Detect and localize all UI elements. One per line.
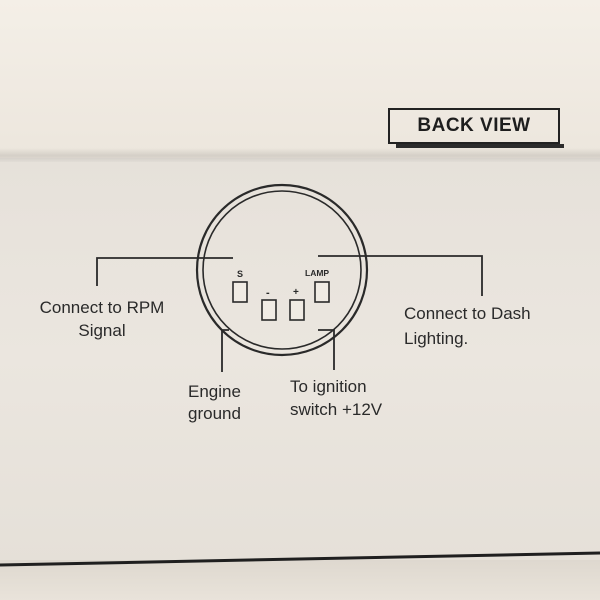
dash-label-line1: Connect to Dash <box>404 304 531 323</box>
rpm-signal-label: Connect to RPM Signal <box>22 296 182 342</box>
ground-label-line2: ground <box>188 404 241 423</box>
engine-ground-label: Engine ground <box>188 381 268 425</box>
dash-label-line2: Lighting. <box>404 329 469 348</box>
paper-bottom-flap <box>0 560 600 600</box>
terminal-signal <box>232 281 248 303</box>
terminal-ground <box>261 299 277 321</box>
paper-top-flap <box>0 0 600 160</box>
back-view-title: BACK VIEW <box>388 108 560 144</box>
dash-lighting-label: Connect to Dash Lighting. <box>404 301 594 351</box>
ignition-label-line2: switch +12V <box>290 400 383 419</box>
rpm-label-line1: Connect to RPM <box>39 298 165 317</box>
rpm-label-line2: Signal <box>78 321 126 340</box>
title-underline <box>396 144 564 148</box>
dash-leader-line <box>318 255 483 296</box>
pin-label-lamp: LAMP <box>305 268 329 278</box>
ground-label-line1: Engine <box>188 382 241 401</box>
rpm-leader-line <box>96 257 233 286</box>
ground-leader-line <box>221 329 229 372</box>
ignition-leader-line <box>318 329 335 370</box>
paper-fold-crease <box>0 148 600 162</box>
terminal-lamp <box>314 281 330 303</box>
terminal-power <box>289 299 305 321</box>
bottom-rule <box>0 551 600 567</box>
ignition-switch-label: To ignition switch +12V <box>290 375 420 421</box>
gauge-outer-ring <box>195 183 369 357</box>
ignition-label-line1: To ignition <box>290 377 367 396</box>
pin-label-ground: - <box>266 287 270 299</box>
paper-sheet <box>0 158 600 600</box>
pin-label-power: + <box>293 287 299 298</box>
gauge-inner-ring <box>202 190 362 350</box>
pin-label-signal: S <box>237 269 243 279</box>
